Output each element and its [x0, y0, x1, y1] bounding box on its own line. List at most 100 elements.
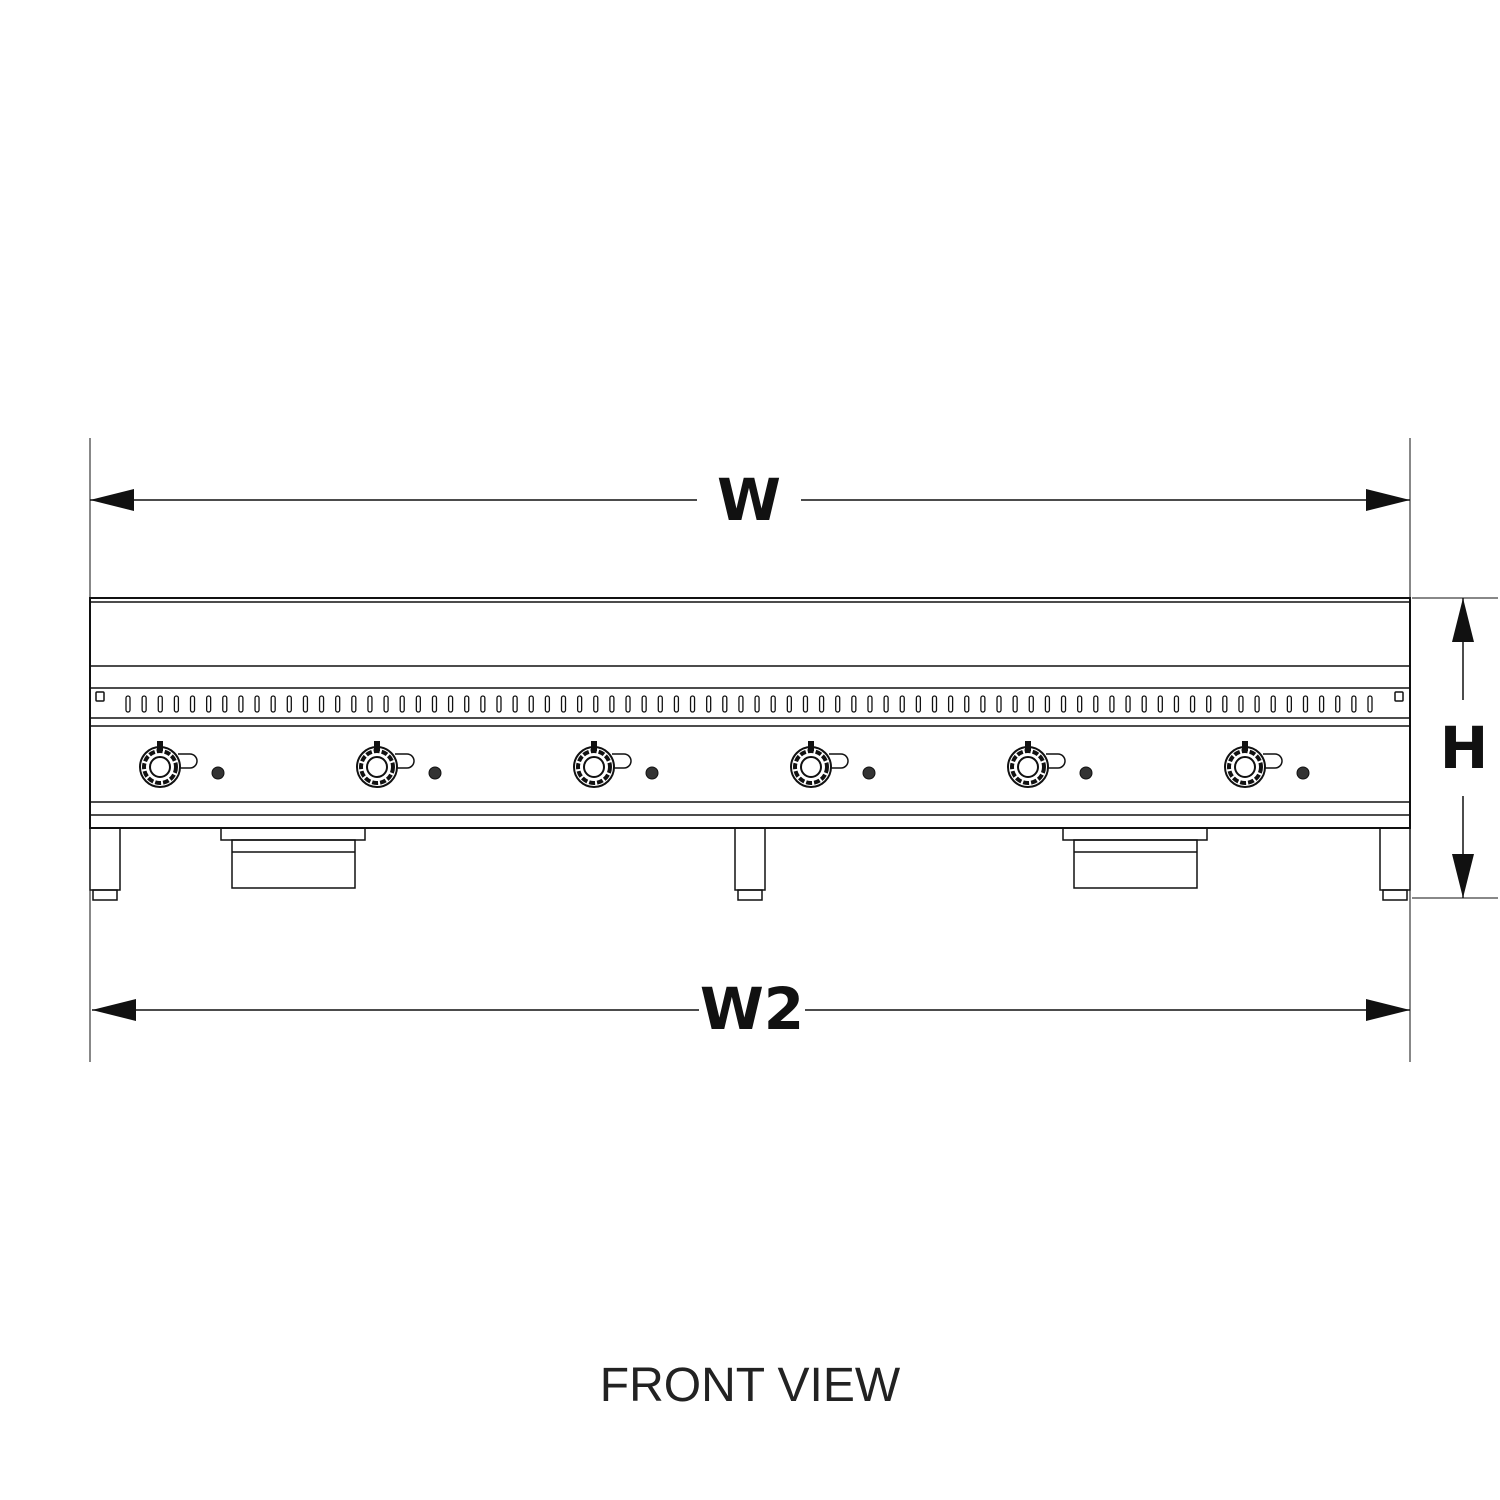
vent-slot [706, 695, 712, 713]
vent-slot [1141, 695, 1147, 713]
vent-slot [576, 695, 583, 713]
vent-slot [1028, 695, 1034, 713]
vent-slot [899, 695, 905, 713]
burner-knob[interactable] [356, 741, 415, 788]
vent-slot [1302, 695, 1309, 713]
vent-slot [544, 695, 551, 713]
vent-slot [1012, 695, 1018, 713]
vent-slot [1222, 695, 1228, 713]
vent-slot [641, 695, 647, 713]
width-label: W [697, 450, 801, 550]
base-width-label: W2 [699, 958, 805, 1060]
vent-slot [431, 695, 438, 713]
vent-slot [125, 695, 131, 713]
vent-slot [931, 695, 938, 713]
vent-slot [1351, 695, 1357, 713]
vent-slot [447, 695, 454, 713]
vent-slot [1367, 695, 1373, 713]
vent-slot [770, 695, 776, 713]
vent-slot [173, 695, 180, 713]
vent-slot [399, 695, 405, 713]
vent-slot [1125, 695, 1131, 713]
vent-slot [883, 695, 889, 713]
vent-slot [238, 695, 244, 713]
indicator-light [862, 766, 876, 780]
vent-slot [351, 695, 357, 713]
vent-slot [480, 695, 486, 713]
vent-slot [867, 695, 873, 713]
vent-slot [205, 695, 212, 713]
burner-knob[interactable] [1224, 741, 1283, 788]
vent-slot [318, 695, 325, 713]
indicator-light [428, 766, 442, 780]
vent-slots [125, 695, 1373, 713]
vent-slot [964, 695, 970, 713]
vent-slot [851, 695, 857, 713]
vent-slot [625, 695, 631, 713]
indicator-light [1079, 766, 1093, 780]
vent-slot [1206, 695, 1212, 713]
vent-slot [367, 695, 373, 713]
vent-slot [270, 695, 276, 713]
vent-slot [1044, 695, 1051, 713]
vent-slot [738, 695, 744, 713]
vent-slot [689, 695, 696, 713]
vent-slot [189, 695, 196, 713]
indicator-light [1296, 766, 1310, 780]
lock-icon [95, 691, 105, 702]
view-caption: FRONT VIEW [599, 1359, 901, 1412]
vent-slot [1060, 695, 1067, 713]
vent-slot [415, 695, 421, 713]
vent-slot [464, 695, 470, 713]
height-label: H [1438, 700, 1490, 796]
vent-slot [593, 695, 599, 713]
legs [89, 827, 1411, 901]
vent-slot [673, 695, 680, 713]
vent-slot [996, 695, 1002, 713]
vent-slot [512, 695, 518, 713]
vent-slot [157, 695, 163, 713]
appliance-body [89, 597, 1411, 829]
burner-knob[interactable] [1007, 741, 1066, 788]
vent-slot [947, 695, 954, 713]
vent-slot [496, 695, 502, 713]
vent-slot [254, 695, 260, 713]
vent-slot [722, 695, 728, 713]
vent-slot [754, 695, 760, 713]
burner-knob[interactable] [139, 741, 198, 788]
vent-slot [1173, 695, 1180, 713]
vent-slot [980, 695, 986, 713]
vent-slot [1077, 695, 1083, 713]
vent-slot [335, 695, 341, 713]
vent-slot [560, 695, 567, 713]
burner-knob[interactable] [790, 741, 849, 788]
vent-slot [1254, 695, 1260, 713]
vent-slot [1335, 695, 1341, 713]
vent-slot [383, 695, 389, 713]
indicator-light [645, 766, 659, 780]
vent-slot [1189, 695, 1196, 713]
vent-slot [286, 695, 292, 713]
burner-knob[interactable] [573, 741, 632, 788]
vent-slot [609, 695, 615, 713]
vent-slot [528, 695, 534, 713]
vent-slot [1238, 695, 1244, 713]
vent-slot [1286, 695, 1293, 713]
vent-slot [915, 695, 922, 713]
lock-icon [1394, 691, 1404, 702]
vent-slot [1109, 695, 1115, 713]
vent-slot [802, 695, 809, 713]
vent-slot [1318, 695, 1325, 713]
vent-slot [786, 695, 792, 713]
indicator-light [211, 766, 225, 780]
vent-slot [1157, 695, 1163, 713]
burner-knobs [139, 741, 1310, 788]
vent-slot [302, 695, 309, 713]
vent-slot [835, 695, 841, 713]
vent-slot [1270, 695, 1276, 713]
drawers [220, 828, 1208, 889]
vent-slot [222, 695, 228, 713]
vent-slot [1093, 695, 1099, 713]
vent-slot [818, 695, 825, 713]
